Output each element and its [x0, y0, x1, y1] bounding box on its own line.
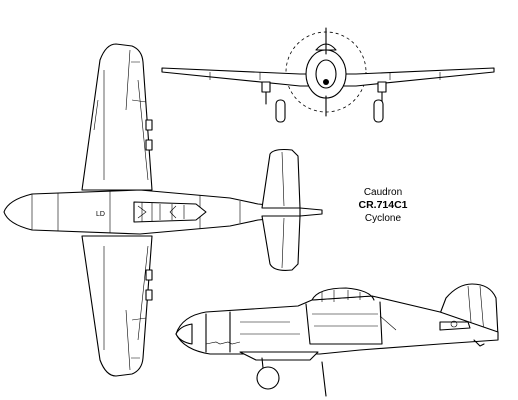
caption-maker: Caudron: [363, 187, 403, 198]
caption-variant: Cyclone: [364, 213, 402, 224]
plan-tailplane-lower: [261, 215, 301, 271]
caption-model: CR.714C1: [358, 199, 408, 211]
svg-text:LD: LD: [96, 211, 105, 218]
plan-wing-lower: [81, 235, 153, 377]
plan-tailplane: [261, 148, 301, 209]
side-fuselage: [175, 295, 499, 355]
side-wheel: [256, 366, 280, 390]
side-view: [175, 283, 499, 397]
side-canopy: [311, 287, 375, 301]
aircraft-caption: Caudron CR.714C1 Cyclone: [346, 186, 420, 225]
plan-view: LD: [3, 43, 323, 377]
ground-line: [321, 361, 327, 397]
front-view: [161, 27, 495, 123]
plan-wing-upper: [81, 43, 153, 191]
